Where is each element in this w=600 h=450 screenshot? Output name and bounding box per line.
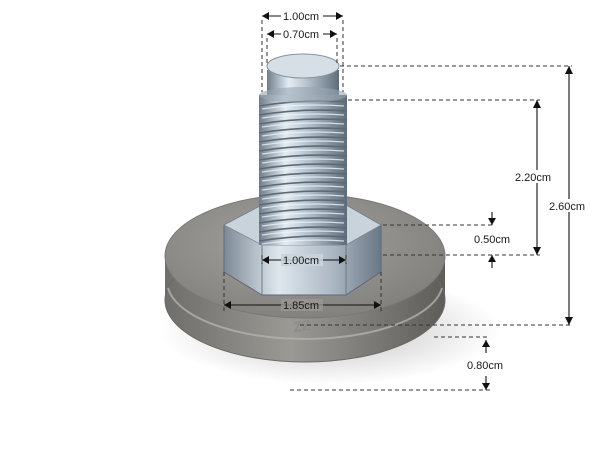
thread-ridge <box>258 172 348 179</box>
thread-highlight <box>261 104 345 110</box>
thread-highlight <box>261 203 345 209</box>
thread-ridge <box>258 145 348 152</box>
thread-highlight <box>261 122 345 128</box>
thread-ridge <box>258 217 348 224</box>
thread-ridge <box>258 109 348 116</box>
bolt-outer-width-label: 1.00cm <box>283 11 319 23</box>
thread-highlight <box>261 239 345 245</box>
thread-highlight <box>261 185 345 191</box>
total-height-label: 2.60cm <box>549 201 585 213</box>
thread-ridge <box>258 163 348 170</box>
thread-highlight <box>261 230 345 236</box>
thread-ridge <box>258 154 348 161</box>
guide-lines <box>223 20 572 391</box>
thread-highlight <box>261 194 345 200</box>
threaded-bolt <box>258 53 348 245</box>
thread-highlight <box>261 167 345 173</box>
thread-highlight <box>261 158 345 164</box>
thread-ridge <box>258 235 348 242</box>
thread-highlight <box>261 113 345 119</box>
bolt-inner-width-label: 0.70cm <box>283 29 319 41</box>
nut-height-label: 0.50cm <box>474 234 510 246</box>
thread-ridge <box>258 127 348 134</box>
thread-highlight <box>261 149 345 155</box>
thread-ridge <box>258 190 348 197</box>
base-marking: ZZ <box>292 317 312 335</box>
thread-highlight <box>261 221 345 227</box>
nut-width-label: 1.00cm <box>283 255 319 267</box>
thread-length-label: 2.20cm <box>515 172 551 184</box>
base-thickness-label: 0.80cm <box>467 360 503 372</box>
thread-ridge <box>258 226 348 233</box>
thread-ridge <box>258 181 348 188</box>
thread-ridge <box>258 118 348 125</box>
thread-ridge <box>258 208 348 215</box>
thread-ridge <box>258 199 348 206</box>
thread-highlight <box>261 140 345 146</box>
thread-highlight <box>261 212 345 218</box>
base-width-label: 1.85cm <box>283 300 319 312</box>
thread-ridge <box>258 136 348 143</box>
thread-highlight <box>261 131 345 137</box>
thread-highlight <box>261 176 345 182</box>
